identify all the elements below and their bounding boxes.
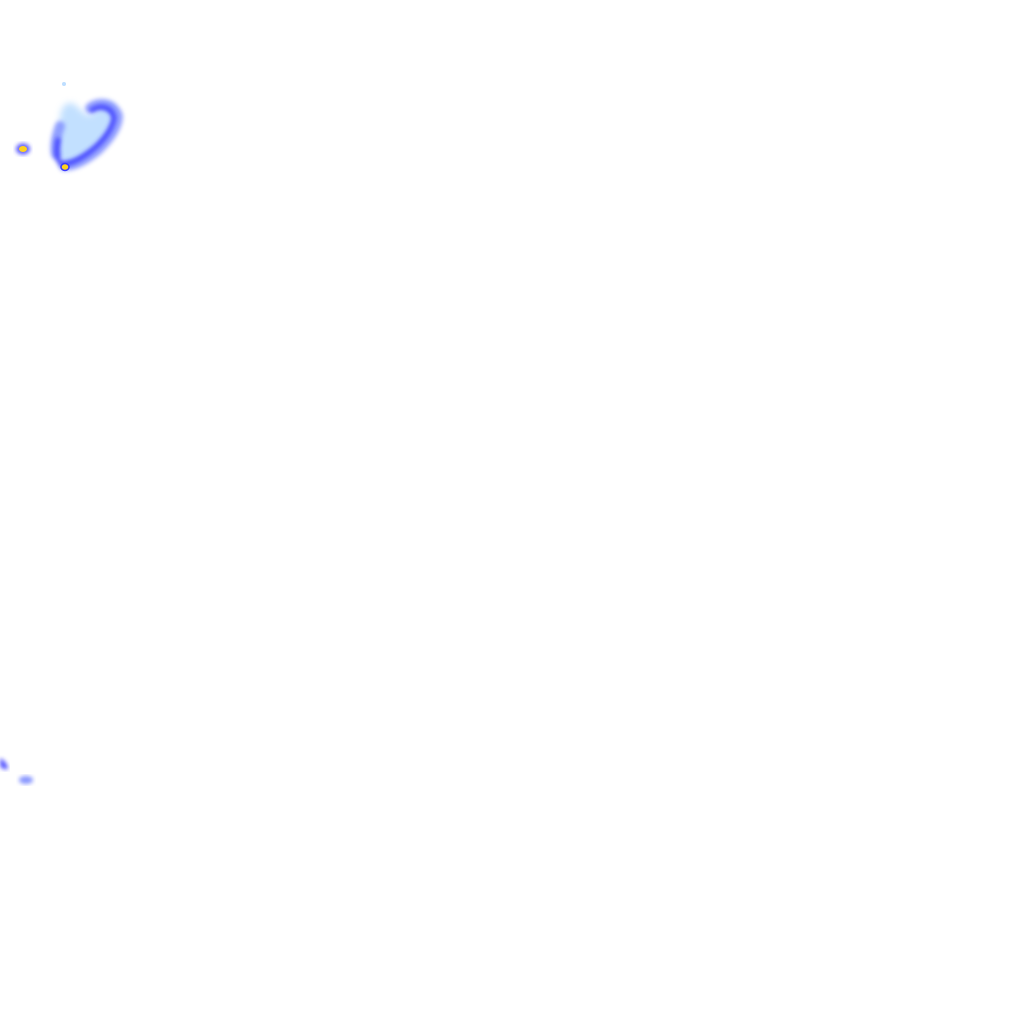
fragment-blob — [19, 776, 33, 784]
fragment-edge — [0, 758, 8, 770]
isolated-cell-core — [19, 146, 27, 152]
cell-strong-ring — [54, 104, 117, 167]
precipitation-fragments-lower — [0, 758, 33, 784]
cell-light-haze — [56, 102, 117, 165]
precipitation-cell-isolated — [16, 143, 30, 155]
cell-peak-core — [60, 162, 70, 172]
precipitation-cell-main — [50, 82, 124, 172]
cell-wisp — [62, 82, 66, 86]
